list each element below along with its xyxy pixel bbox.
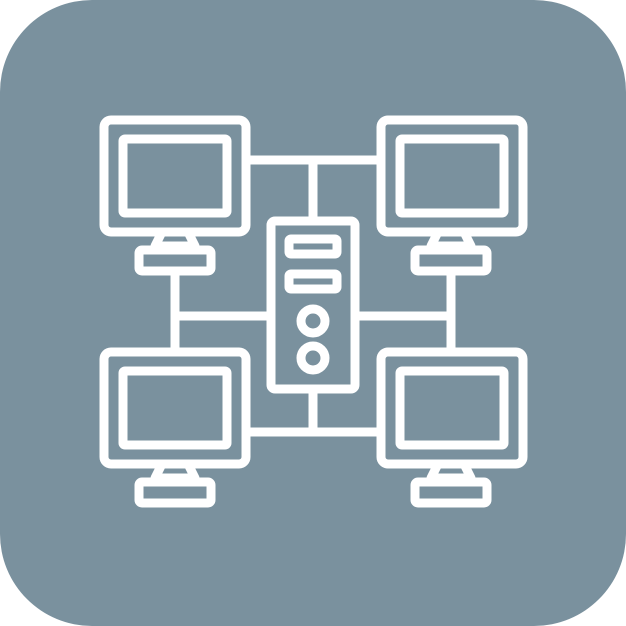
server-button xyxy=(296,304,330,338)
server-button xyxy=(296,341,330,375)
monitor-icon-bottom-left xyxy=(99,347,251,508)
server-tower-icon xyxy=(266,216,360,394)
monitor-icon-top-left xyxy=(99,115,251,276)
server-drive-slot xyxy=(284,269,342,294)
server-drive-slot xyxy=(284,234,342,259)
monitor-icon-bottom-right xyxy=(376,347,528,508)
network-connections xyxy=(170,155,456,437)
monitor-icon-top-right xyxy=(376,115,528,276)
